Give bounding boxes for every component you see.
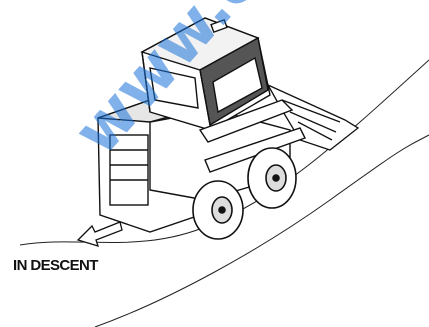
direction-label: IN DESCENT bbox=[13, 257, 98, 274]
wheel-front bbox=[248, 148, 296, 208]
wheel-rear bbox=[193, 181, 243, 239]
